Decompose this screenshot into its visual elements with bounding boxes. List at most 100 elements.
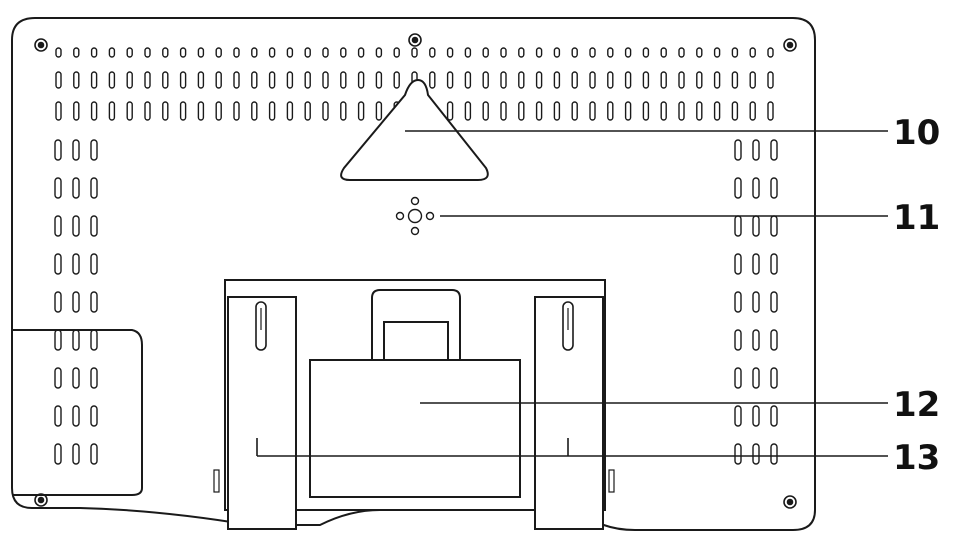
- stand-hinge-tab: [383, 321, 449, 361]
- vent-slot: [90, 71, 98, 89]
- vent-slot: [713, 101, 721, 121]
- vent-slot: [108, 101, 116, 121]
- vent-slot: [429, 71, 436, 89]
- screw: [34, 38, 48, 52]
- vent-slot: [375, 71, 383, 89]
- vent-slot: [446, 47, 454, 58]
- vent-slot: [553, 101, 561, 121]
- vent-slot: [340, 47, 347, 58]
- vent-slot: [624, 47, 632, 58]
- vent-slot: [752, 329, 760, 351]
- latch-right: [562, 301, 574, 351]
- vent-slot: [233, 47, 240, 58]
- callout-number-10: 10: [893, 113, 941, 153]
- vent-slot: [54, 291, 62, 313]
- stand-leg-right: [534, 296, 604, 530]
- vent-slot: [179, 47, 187, 58]
- vent-slot: [144, 101, 151, 121]
- vent-slot: [535, 101, 543, 121]
- vent-slot: [752, 177, 760, 199]
- vent-slot: [340, 71, 347, 89]
- vent-slot: [535, 47, 543, 58]
- vent-slot: [752, 139, 760, 161]
- vent-slot: [734, 177, 742, 199]
- vent-slot: [162, 101, 169, 121]
- vent-slot: [749, 101, 756, 121]
- vent-slot: [518, 71, 525, 89]
- vent-slot: [286, 47, 294, 58]
- vent-slot: [678, 71, 685, 89]
- callout-number-12: 12: [893, 385, 941, 425]
- vent-slot: [696, 47, 703, 58]
- vent-slot: [731, 71, 739, 89]
- vent-slot: [197, 47, 205, 58]
- vent-slot: [126, 71, 133, 89]
- vent-slot: [734, 329, 742, 351]
- vent-slot: [731, 47, 739, 58]
- vent-slot: [304, 71, 311, 89]
- vent-slot: [749, 47, 756, 58]
- vent-slot: [322, 47, 329, 58]
- screw: [408, 33, 422, 47]
- vent-slot: [553, 47, 561, 58]
- callout-number-13: 13: [893, 438, 941, 478]
- vent-slot: [72, 405, 80, 427]
- vent-slot: [642, 47, 650, 58]
- vent-slot: [482, 71, 489, 89]
- vent-slot: [752, 215, 760, 237]
- vent-slot: [90, 177, 98, 199]
- vent-slot: [375, 47, 383, 58]
- vent-slot: [72, 367, 80, 389]
- vent-slot: [251, 71, 258, 89]
- vent-slot: [90, 443, 98, 465]
- latch-left: [255, 301, 267, 351]
- vent-slot: [72, 443, 80, 465]
- vent-slot: [660, 101, 667, 121]
- vent-slot: [446, 71, 454, 89]
- vent-slot: [482, 101, 489, 121]
- vent-slot: [54, 139, 62, 161]
- vent-slot: [624, 101, 632, 121]
- vent-slot: [500, 101, 507, 121]
- vent-slot: [322, 71, 329, 89]
- vent-slot: [589, 71, 596, 89]
- vent-slot: [72, 291, 80, 313]
- vent-slot: [770, 177, 778, 199]
- screw: [34, 493, 48, 507]
- vent-slot: [589, 47, 596, 58]
- vent-slot: [535, 71, 543, 89]
- screw: [783, 495, 797, 509]
- screw-center: [37, 496, 45, 504]
- vent-slot: [268, 101, 276, 121]
- vent-slot: [678, 101, 685, 121]
- vent-slot: [767, 47, 774, 58]
- vent-slot: [500, 47, 507, 58]
- vent-slot: [90, 101, 98, 121]
- vent-slot: [54, 329, 62, 351]
- vent-slot: [770, 291, 778, 313]
- side-port-cover: [12, 329, 143, 496]
- vent-slot: [446, 101, 454, 121]
- vent-slot: [72, 215, 80, 237]
- vent-slot: [357, 101, 365, 121]
- vent-slot: [72, 139, 80, 161]
- vent-slot: [90, 215, 98, 237]
- vent-slot: [73, 71, 80, 89]
- vent-slot: [90, 329, 98, 351]
- screw-center: [786, 41, 794, 49]
- stand-leg-left: [227, 296, 297, 530]
- vent-slot: [215, 47, 222, 58]
- vent-slot: [197, 101, 205, 121]
- vent-slot: [752, 405, 760, 427]
- corner-screws: [34, 33, 797, 509]
- vent-slot: [752, 367, 760, 389]
- vent-slot: [734, 291, 742, 313]
- vent-slot: [251, 101, 258, 121]
- device-housing-outline: [11, 17, 816, 531]
- vent-slot: [54, 177, 62, 199]
- vent-slot: [571, 71, 578, 89]
- vent-slot: [642, 101, 650, 121]
- vent-slot: [731, 101, 739, 121]
- vent-slot: [215, 71, 222, 89]
